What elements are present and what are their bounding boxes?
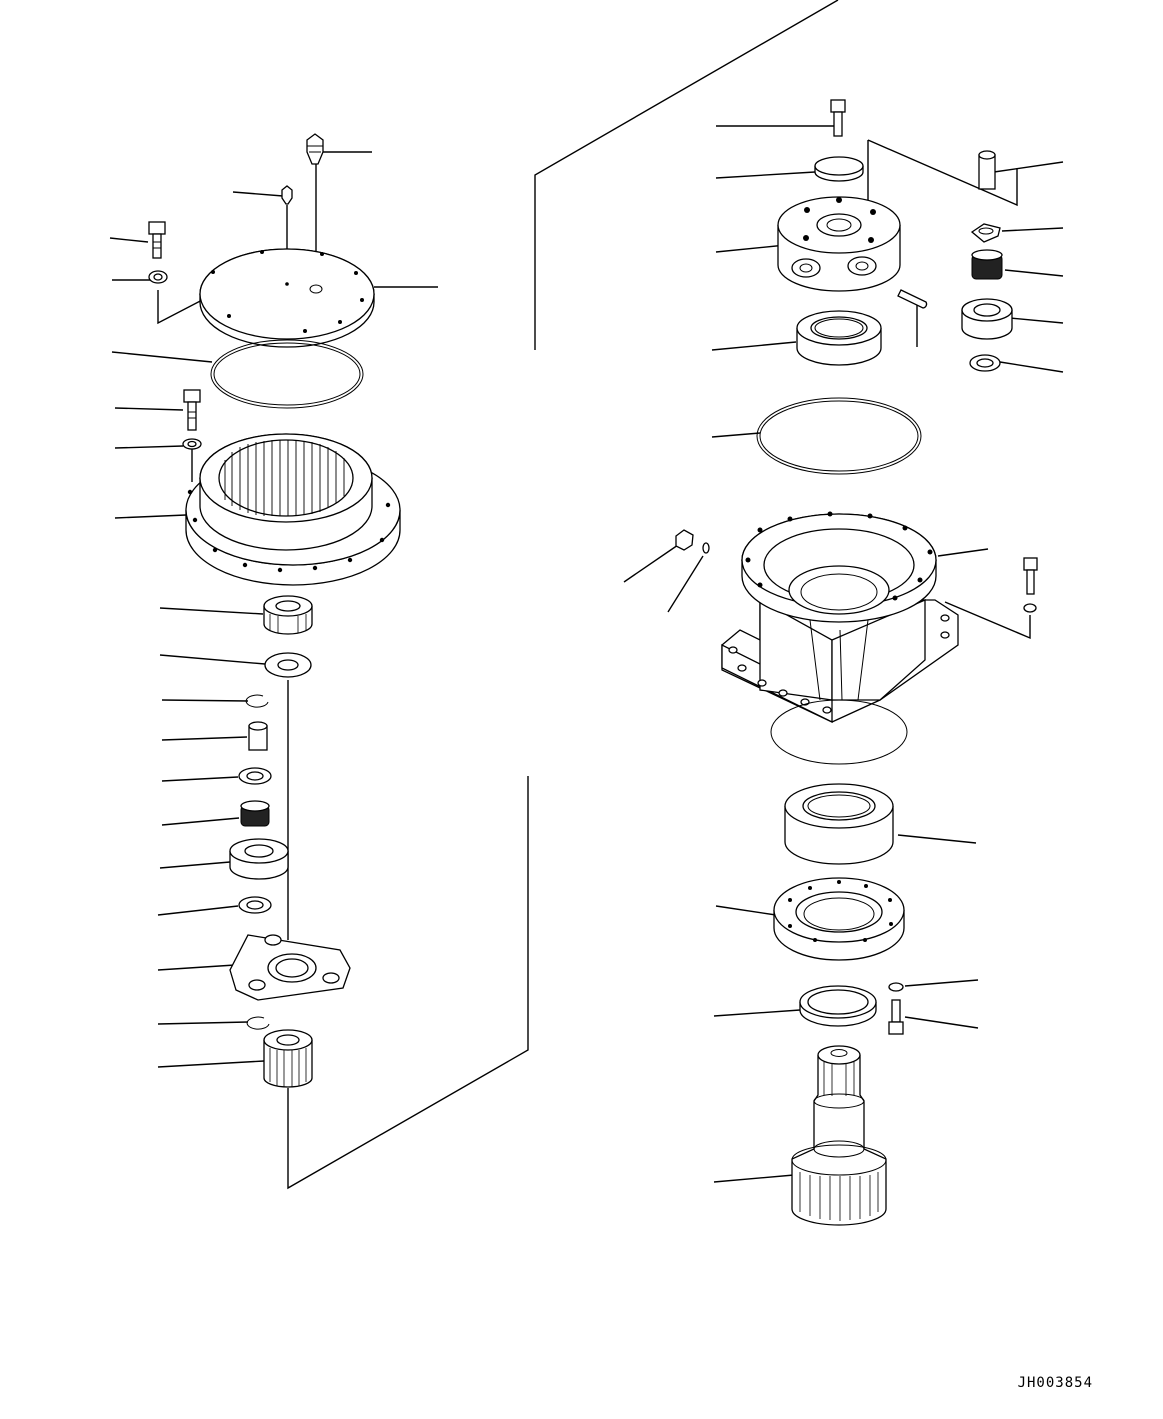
fitting-o-ring [702, 542, 710, 554]
pin-group-bracket [867, 139, 1018, 207]
cover-bolt [148, 221, 166, 259]
planet-washer-lower [238, 896, 272, 914]
breather-plug [306, 133, 324, 165]
housing-bolt [1023, 557, 1038, 595]
connector-lines [157, 0, 1031, 1190]
retainer-bolt [888, 999, 904, 1035]
planet-washer-right-upper [970, 223, 1001, 243]
needle-bearing-left [240, 800, 270, 827]
o-ring-large-left [210, 339, 364, 409]
ring-gear-washer [182, 438, 202, 450]
snap-ring-lower [246, 1016, 270, 1030]
leader-lines-left [109, 151, 438, 1068]
snap-ring-upper [245, 694, 269, 708]
planet-pin-right [978, 150, 996, 190]
carrier-bolt-right [830, 99, 846, 137]
needle-bearing-right [971, 249, 1003, 280]
carrier-plate [229, 934, 351, 1001]
sun-gear-left [263, 1029, 313, 1088]
thrust-plate-right [814, 156, 864, 182]
o-ring-large-right [756, 397, 922, 475]
grease-fitting [675, 529, 694, 551]
swing-housing [721, 511, 959, 724]
leader-lines-right [623, 125, 1064, 1183]
bearing-retainer [773, 877, 905, 961]
main-bearing-upper [796, 310, 882, 366]
drawing-code: JH003854 [1017, 1375, 1093, 1391]
retainer-washer [888, 982, 904, 992]
o-ring-housing [770, 699, 908, 765]
main-bearing-lower [784, 783, 894, 865]
planet-washer-upper [238, 767, 272, 785]
cover-washer [148, 270, 168, 284]
group-bracket-left [287, 776, 529, 1190]
carrier-pin-right [897, 289, 928, 309]
planet-gear-right [961, 298, 1013, 340]
pinion-shaft [791, 1045, 887, 1226]
housing-bolt-link [944, 601, 1031, 640]
cover-plate [199, 248, 375, 348]
planet-pin [248, 721, 268, 751]
small-plug [281, 185, 293, 205]
planet-gear-left [229, 838, 289, 880]
planet-carrier-right [777, 196, 901, 292]
thrust-washer [264, 652, 312, 678]
group-bracket-right [534, 0, 839, 350]
oil-seal [799, 985, 877, 1027]
housing-washer [1023, 603, 1037, 613]
ring-gear-bolt [183, 389, 201, 431]
ring-gear [185, 433, 401, 586]
planet-bearing [263, 595, 313, 635]
planet-washer-right-lower [969, 354, 1001, 372]
